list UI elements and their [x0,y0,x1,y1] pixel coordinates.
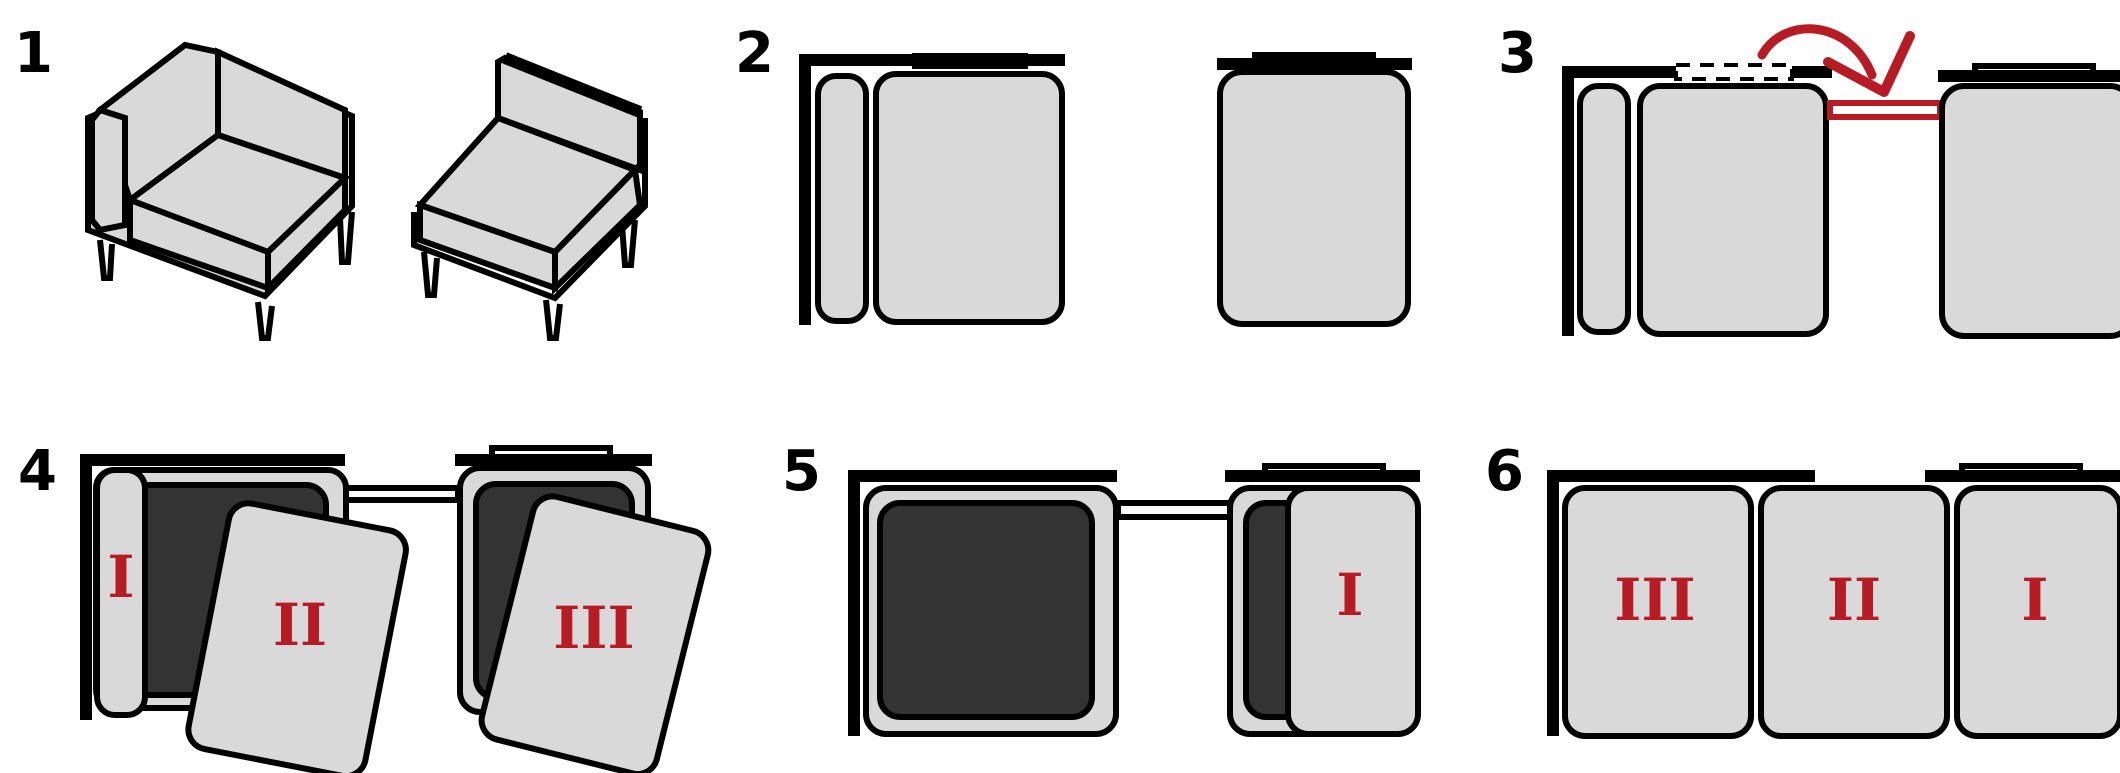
curved-arrow-icon [1757,24,1877,80]
armless-chair-top-view [1938,63,2120,339]
step-number: 1 [14,21,53,86]
cushion-label: III [553,594,634,662]
step-2: 2 [735,21,1412,327]
cushion-label: I [1336,561,1363,629]
assembled-sofa-top-view: III II I [1547,463,2120,739]
step-4: 4 I II III [18,439,712,773]
armless-chair-top-view [1217,52,1412,327]
step-number: 6 [1485,439,1524,504]
armrest-cushion [94,467,148,718]
cushion-label: II [273,591,327,659]
seat-cushion [1637,83,1829,337]
step-number: 4 [18,439,57,504]
cushion-label: I [107,543,134,611]
seat-cushion [1939,83,2120,339]
step-number: 3 [1498,21,1537,86]
armrest-cushion [815,73,869,324]
step-number: 2 [735,21,774,86]
seat-cushion [1217,69,1411,327]
step-number: 5 [782,439,821,504]
armless-chair-illustration [411,52,648,341]
chair-base [877,500,1095,720]
step-6: 6 III II I [1485,439,2120,739]
cushion-label: II [1827,566,1881,634]
step-5: 5 I [782,439,1421,737]
armchair-top-view [799,53,1065,325]
step-3: 3 [1498,21,2120,339]
connector-clip-icon [1827,100,1943,120]
armchair-illustration [85,41,355,341]
seat-cushion-I [1954,485,2120,739]
seat-cushion [1285,485,1421,737]
connector-bracket [343,485,461,503]
step-1: 1 [14,21,648,341]
armchair-top-view [848,470,1119,737]
checkmark-icon [1823,31,1915,97]
seat-cushion-III [1562,485,1754,739]
connector-bracket [1252,52,1376,68]
seat-cushion [873,71,1065,325]
cushion-II: II [185,500,409,773]
connector-bracket-removed [1674,63,1794,81]
armchair-top-view [1562,63,1832,337]
connector-bracket [1959,463,2083,479]
cushion-III: III [478,493,712,773]
connector-bracket [1972,63,2096,79]
armrest-cushion [1577,83,1631,335]
seat-cushion-II [1758,485,1950,739]
cushion-label: III [1614,566,1695,634]
connector-bracket [912,53,1028,69]
connector-bracket [1115,500,1233,520]
cushion-label: I [2021,566,2048,634]
armless-chair-top-view: I [1225,463,1421,737]
